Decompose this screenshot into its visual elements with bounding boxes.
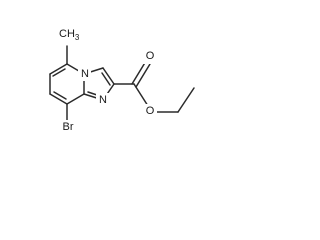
bond-carbonyl-double-a: [131, 60, 147, 85]
o-carbonyl-label-bg: [143, 49, 156, 64]
o-ester-label: O: [146, 105, 155, 117]
methyl-label-subscript: 3: [75, 33, 80, 42]
bond-c3-c2: [102, 67, 115, 85]
bond-carbonyl-double-b: [135, 63, 151, 88]
bond-ch2-ch3: [177, 87, 195, 113]
atom-labels: CH3 N N O O Br: [59, 28, 155, 133]
chemical-structure-diagram: CH3 N N O O Br: [49, 26, 195, 135]
o-ester-label-bg: [143, 104, 157, 119]
bond-c5-c6-inner: [52, 68, 66, 77]
n-imidazole-label: N: [99, 94, 107, 106]
atom-label-backgrounds: [57, 26, 157, 135]
bond-c7-c8-inner: [53, 91, 67, 100]
bond-c7-c8: [49, 93, 68, 105]
pyridine-ring: [49, 63, 85, 105]
o-carbonyl-label: O: [146, 50, 155, 62]
bond-carbonyl-ester-o: [133, 83, 149, 107]
bond-c3-c2-inner: [101, 72, 111, 86]
n-bridge-label-bg: [78, 66, 91, 81]
methyl-label-main: CH: [59, 28, 75, 40]
bromine-label-bg: [57, 120, 79, 135]
methyl-label: CH3: [59, 28, 80, 42]
n-bridge-label: N: [81, 68, 89, 80]
bond-c5-c6: [49, 63, 68, 75]
substituents: [66, 45, 195, 121]
bromine-label: Br: [63, 121, 74, 133]
methyl-label-bg: [58, 26, 78, 44]
n-imidazole-label-bg: [96, 93, 110, 108]
bond-c8-c8a: [66, 93, 85, 105]
